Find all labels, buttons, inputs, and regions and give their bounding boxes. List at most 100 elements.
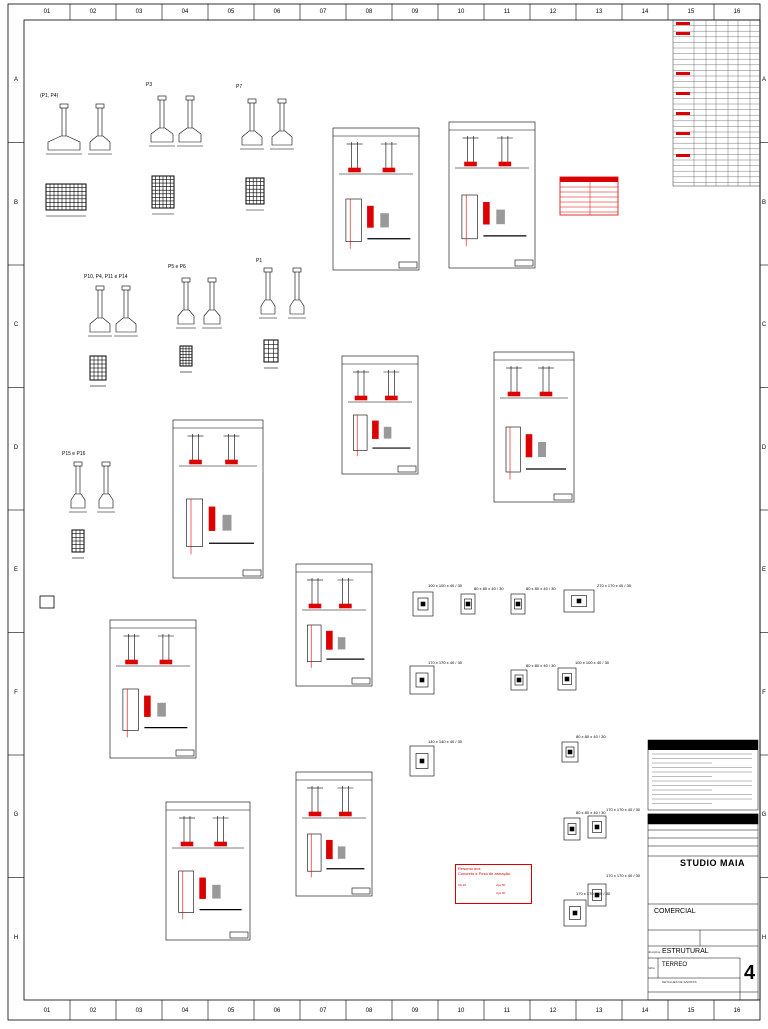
footing-plan [263, 339, 279, 369]
row-label-G: G [761, 812, 767, 819]
column-label-05: 05 [227, 1008, 235, 1014]
summary-row-2: Aço 50 [496, 883, 506, 887]
section-detail [341, 355, 419, 475]
footing-plan [71, 529, 85, 559]
column-label-15: 15 [687, 1008, 695, 1014]
column-label-06: 06 [273, 1008, 281, 1014]
section-label-12: 170 x 170 x 40 / 30 [606, 873, 641, 878]
footing-section-plan [563, 817, 581, 841]
section-label-10: 80 x 80 x 40 / 30 [576, 810, 606, 815]
footing-plan [45, 183, 87, 217]
column-label-16: 16 [733, 9, 741, 15]
footing-section-plan [557, 667, 577, 691]
column-label-08: 08 [365, 1008, 373, 1014]
footing-elevation [69, 461, 87, 513]
row-label-A: A [761, 77, 766, 84]
footing-section-plan [409, 665, 435, 695]
section-label-2: 80 x 80 x 40 / 30 [474, 586, 504, 591]
footing-section-plan [510, 669, 528, 691]
footing-section-plan [563, 589, 595, 613]
footing-section-plan [561, 741, 579, 763]
column-label-13: 13 [595, 9, 603, 15]
column-label-13: 13 [595, 1008, 603, 1014]
section-label-13: 170 x 170 x 40 / 30 [576, 891, 611, 896]
title-block [647, 813, 759, 1001]
column-label-11: 11 [503, 9, 511, 15]
row-label-H: H [13, 934, 19, 941]
footing-section-plan [587, 883, 607, 907]
column-label-07: 07 [319, 1008, 327, 1014]
detail-label-p7: P15 e P16 [62, 451, 86, 457]
detail-label-p6: P1 [256, 258, 263, 264]
row-label-H: H [761, 934, 767, 941]
sheet-subtitle: DETALHES DE SAPATAS [662, 980, 697, 984]
footing-elevation [177, 95, 203, 147]
summary-header-2: Concreto e Peso de armação [458, 871, 511, 876]
column-label-03: 03 [135, 9, 143, 15]
column-label-01: 01 [43, 1008, 51, 1014]
column-label-10: 10 [457, 9, 465, 15]
column-label-12: 12 [549, 1008, 557, 1014]
footing-elevation [176, 277, 196, 329]
summary-row-3: Aço 60 [496, 891, 506, 895]
footing-section-plan [460, 593, 476, 615]
row-label-F: F [14, 689, 18, 696]
floor-field-label: folha [648, 966, 655, 970]
row-label-F: F [762, 689, 766, 696]
section-label-3: 80 x 80 x 40 / 30 [526, 586, 556, 591]
row-label-B: B [13, 199, 18, 206]
detail-label-p1: (P1, P4) [40, 93, 59, 99]
section-detail [295, 771, 373, 897]
footing-elevation [149, 95, 175, 147]
section-label-5: 170 x 170 x 40 / 30 [428, 660, 463, 665]
footing-section-plan [587, 815, 607, 839]
detail-label-p2: P3 [146, 82, 153, 88]
footing-elevation [288, 267, 306, 319]
row-label-D: D [761, 444, 767, 451]
column-label-02: 02 [89, 1008, 97, 1014]
footing-elevation [270, 98, 294, 150]
footing-plan [151, 175, 175, 215]
footing-elevation [259, 267, 277, 319]
footing-section-plan [510, 593, 526, 615]
sheet-number: 4 [744, 962, 756, 984]
section-detail [109, 619, 197, 759]
row-label-B: B [761, 199, 766, 206]
row-label-A: A [13, 77, 18, 84]
section-detail [448, 121, 536, 269]
footing-elevation [114, 285, 138, 337]
detail-label-p5: P5 e P6 [168, 264, 186, 270]
footing-section-plan [563, 899, 587, 927]
column-label-14: 14 [641, 1008, 649, 1014]
column-label-06: 06 [273, 9, 281, 15]
summary-row-1: fck 25 [458, 883, 467, 887]
column-label-09: 09 [411, 9, 419, 15]
section-label-8: 140 x 140 x 40 / 30 [428, 739, 463, 744]
column-label-12: 12 [549, 9, 557, 15]
footing-elevation [202, 277, 222, 329]
section-label-11: 170 x 170 x 40 / 30 [606, 807, 641, 812]
column-label-15: 15 [687, 9, 695, 15]
footing-elevation [97, 461, 115, 513]
notes-block [647, 739, 759, 811]
footing-elevation [46, 103, 82, 155]
section-label-6: 80 x 80 x 40 / 30 [526, 663, 556, 668]
column-label-05: 05 [227, 9, 235, 15]
detail-label-p3: P7 [236, 84, 243, 90]
row-label-C: C [13, 322, 19, 329]
column-label-10: 10 [457, 1008, 465, 1014]
column-label-14: 14 [641, 9, 649, 15]
section-detail [332, 127, 420, 271]
section-detail [493, 351, 575, 503]
column-label-03: 03 [135, 1008, 143, 1014]
summary-header-1: Resumo dos [458, 866, 481, 871]
section-label-1: 100 x 100 x 40 / 30 [428, 583, 463, 588]
footing-plan [245, 177, 265, 211]
footing-plan [89, 355, 107, 387]
section-detail [172, 419, 264, 579]
section-detail [295, 563, 373, 687]
footing-elevation [88, 103, 112, 155]
column-label-09: 09 [411, 1008, 419, 1014]
